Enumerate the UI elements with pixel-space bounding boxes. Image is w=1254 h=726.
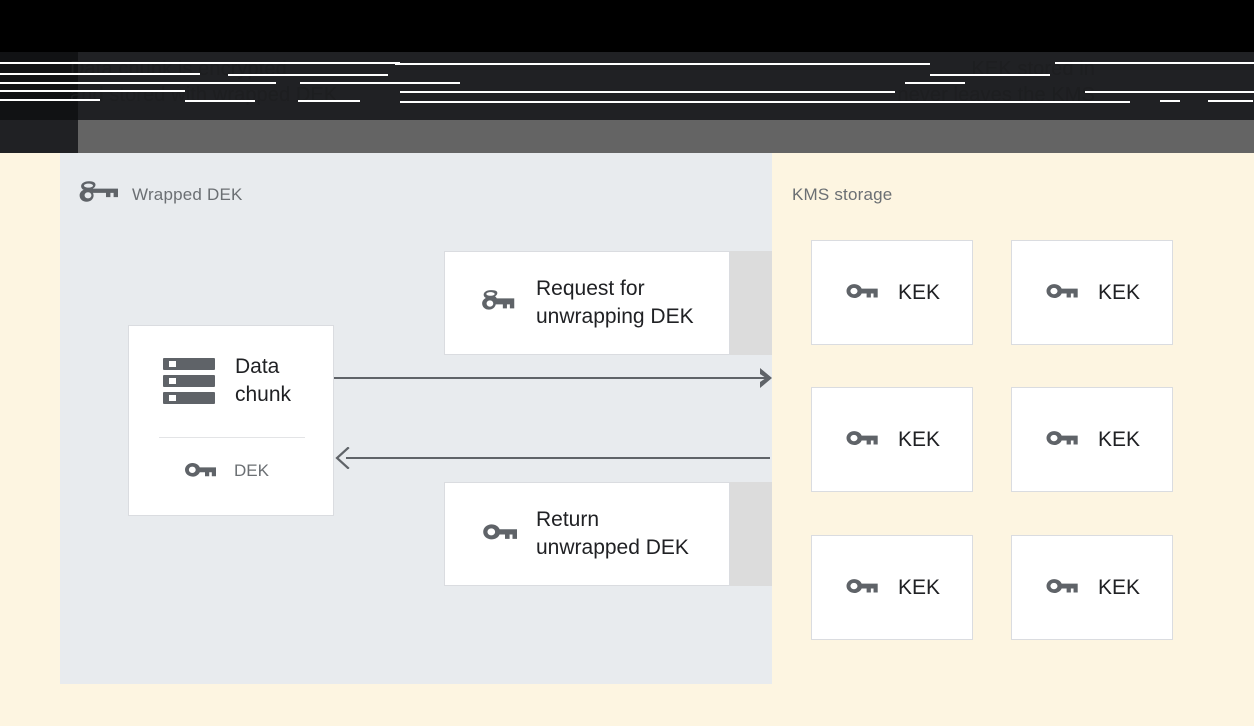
header-scanline (905, 82, 965, 84)
return-card-extension (730, 482, 772, 586)
data-chunk-label: Data chunk (235, 355, 292, 406)
header-scanline (228, 74, 388, 76)
data-chunk-row: Data chunk (161, 353, 291, 409)
header-gray-strip-left-block (0, 120, 78, 153)
key-icon (844, 576, 880, 600)
key-icon (1044, 428, 1080, 452)
kek-label: KEK (897, 575, 941, 599)
key-icon (183, 460, 217, 482)
storage-icon (161, 355, 217, 407)
kek-card[interactable]: KEK (1011, 387, 1173, 492)
header-scanline (298, 100, 360, 102)
header-scanline (300, 82, 460, 84)
request-unwrap-label: Request for unwrapping DEK (536, 277, 694, 328)
arrow-request-line (334, 377, 766, 379)
header-scanline (1085, 91, 1254, 93)
key-icon (844, 281, 880, 305)
header-caption-right: KEK stored in never leaves the KMS (897, 58, 1095, 106)
header-scanline (400, 91, 895, 93)
wrapped-key-icon (79, 180, 119, 208)
wrapped-key-icon (481, 288, 519, 318)
header-gray-strip (0, 120, 1254, 153)
arrow-return-head-icon (332, 447, 352, 469)
data-chunk-card[interactable]: Data chunk DEK (128, 325, 334, 516)
key-icon (1044, 576, 1080, 600)
kek-card[interactable]: KEK (1011, 535, 1173, 640)
header-scanline (0, 62, 400, 64)
return-unwrapped-card[interactable]: Return unwrapped DEK (444, 482, 730, 586)
header-scanline (1055, 62, 1254, 64)
header-scanline (1208, 100, 1253, 102)
return-unwrapped-label: Return unwrapped DEK (536, 508, 689, 559)
header-scanline (930, 74, 1050, 76)
header-scanline (400, 101, 1130, 103)
kek-label: KEK (897, 280, 941, 304)
kek-card[interactable]: KEK (1011, 240, 1173, 345)
key-icon (481, 521, 519, 547)
kek-card[interactable]: KEK (811, 535, 973, 640)
header-scanline (1160, 100, 1180, 102)
kek-label: KEK (1097, 280, 1141, 304)
kek-card[interactable]: KEK (811, 240, 973, 345)
data-card-divider (159, 437, 305, 438)
header-scanline (395, 63, 930, 65)
header-scanline (0, 73, 200, 75)
header-scanline (0, 99, 100, 101)
request-card-extension (730, 251, 772, 355)
key-icon (844, 428, 880, 452)
kek-label: KEK (1097, 427, 1141, 451)
kek-card[interactable]: KEK (811, 387, 973, 492)
header-scanline (0, 82, 276, 84)
kek-label: KEK (1097, 575, 1141, 599)
dek-row: DEK (183, 460, 269, 482)
kek-label: KEK (897, 427, 941, 451)
request-unwrap-card[interactable]: Request for unwrapping DEK (444, 251, 730, 355)
arrow-request-head-icon (758, 367, 780, 389)
header-scanline (0, 90, 185, 92)
header-scanline (185, 100, 255, 102)
kms-storage-panel-title: KMS storage (792, 185, 893, 204)
key-icon (1044, 281, 1080, 305)
header-black-bar (0, 0, 1254, 52)
dek-label: DEK (234, 461, 269, 480)
wrapped-dek-panel-title: Wrapped DEK (132, 185, 243, 204)
arrow-return-line (346, 457, 770, 459)
kms-storage-panel: KMS storage KEK KEK KEK (772, 153, 1254, 684)
